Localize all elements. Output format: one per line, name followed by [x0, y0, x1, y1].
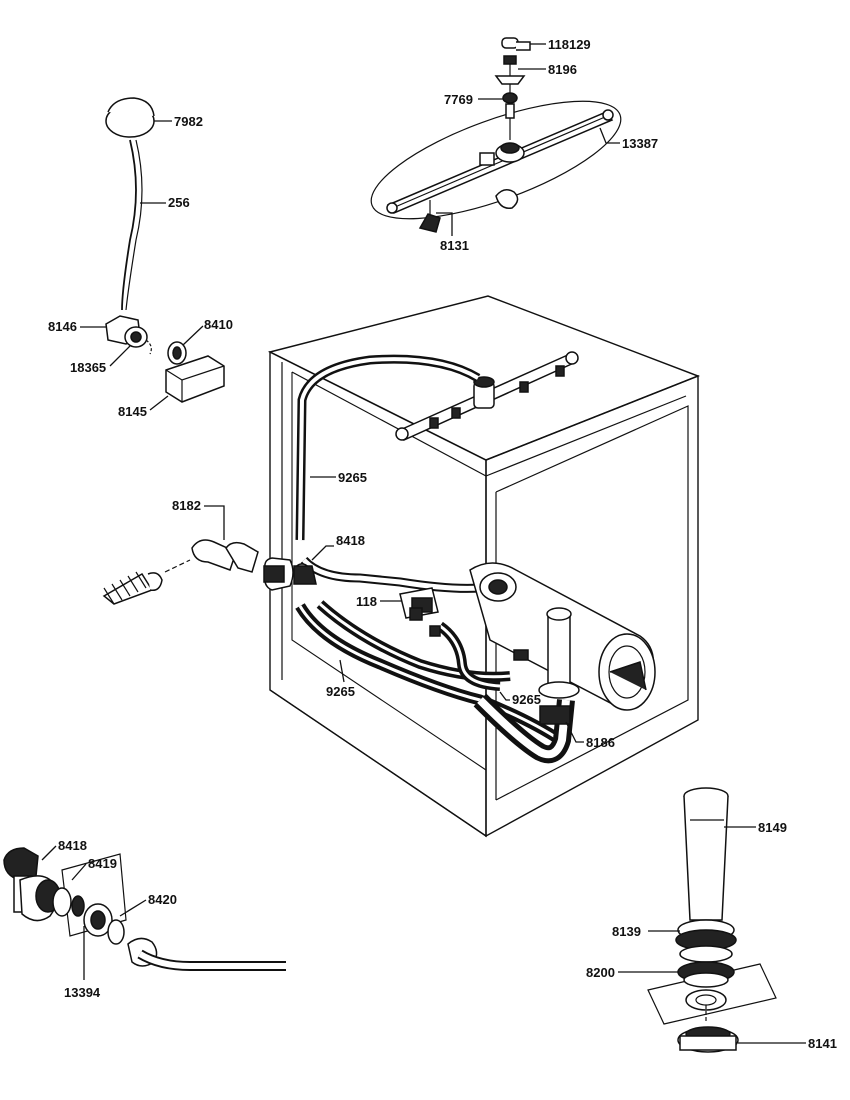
label-8410: 8410 — [204, 317, 233, 332]
spray-arm-assembly — [370, 37, 622, 236]
label-8149: 8149 — [758, 820, 787, 835]
label-9265-right: 9265 — [512, 692, 541, 707]
label-8418-exploded: 8418 — [58, 838, 87, 853]
label-8182: 8182 — [172, 498, 201, 513]
label-8418-valve: 8418 — [336, 533, 365, 548]
label-8196: 8196 — [548, 62, 577, 77]
label-118: 118 — [356, 594, 377, 609]
label-8146: 8146 — [48, 319, 77, 334]
drain-standpipe-exploded — [618, 787, 806, 1053]
label-118129: 118129 — [548, 37, 591, 52]
label-7769: 7769 — [444, 92, 473, 107]
part-labels: 118129 8196 7769 13387 8131 7982 256 814… — [48, 37, 837, 1051]
label-8200: 8200 — [586, 965, 615, 980]
label-7982: 7982 — [174, 114, 203, 129]
float-switch-assembly — [80, 97, 225, 411]
label-13394: 13394 — [64, 985, 101, 1000]
label-8139: 8139 — [612, 924, 641, 939]
label-8141: 8141 — [808, 1036, 837, 1051]
label-8420: 8420 — [148, 892, 177, 907]
label-9265-upper: 9265 — [338, 470, 367, 485]
label-256: 256 — [168, 195, 190, 210]
label-18365: 18365 — [70, 360, 106, 375]
label-9265-lower: 9265 — [326, 684, 355, 699]
label-8186: 8186 — [586, 735, 615, 750]
inlet-valve-exploded — [3, 845, 286, 980]
label-8419: 8419 — [88, 856, 117, 871]
label-13387: 13387 — [622, 136, 658, 151]
plumbing — [102, 351, 656, 764]
label-8131: 8131 — [440, 238, 469, 253]
label-8145: 8145 — [118, 404, 147, 419]
